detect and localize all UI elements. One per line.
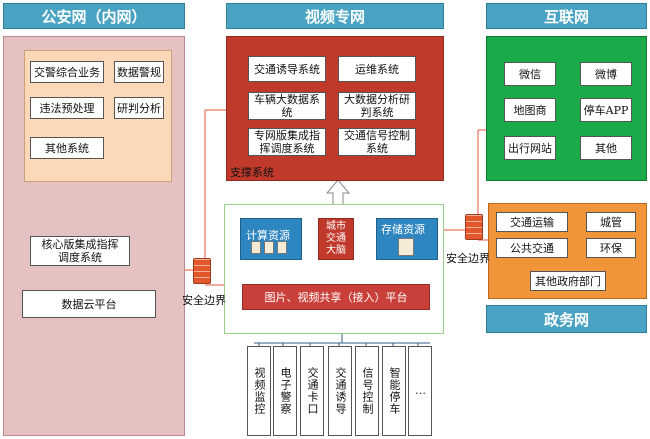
source-checkpoint: 交通卡口 — [300, 346, 324, 436]
police-item-analysis: 研判分析 — [114, 97, 164, 119]
internet-item-other: 其他 — [580, 136, 632, 160]
source-more: … — [408, 346, 432, 436]
source-label: 信号控制 — [361, 367, 374, 415]
gov-item-urban-mgmt: 城管 — [586, 212, 636, 232]
internet-item-wechat: 微信 — [504, 62, 556, 86]
video-item-dispatch: 专网版集成指挥调度系统 — [248, 128, 326, 156]
police-net-header: 公安网（内网） — [3, 3, 185, 29]
gov-net-header: 政务网 — [486, 305, 647, 333]
firewall-icon — [465, 214, 483, 240]
server-icon — [251, 241, 261, 254]
video-item-ops: 运维系统 — [338, 56, 416, 82]
internet-item-weibo: 微博 — [580, 62, 632, 86]
internet-item-map: 地图商 — [504, 98, 556, 122]
storage-label: 存储资源 — [381, 223, 425, 236]
firewall-icon — [193, 258, 211, 284]
storage-server-icon — [398, 238, 414, 256]
compute-resource — [240, 218, 302, 260]
internet-item-travel-site: 出行网站 — [504, 136, 556, 160]
video-item-vehicle-bigdata: 车辆大数据系统 — [248, 92, 326, 120]
source-e-police: 电子警察 — [273, 346, 297, 436]
source-label: 电子警察 — [279, 367, 292, 415]
video-net-header: 视频专网 — [226, 3, 444, 29]
internet-item-parking-app: 停车APP — [580, 98, 632, 122]
source-smart-parking: 智能停车 — [382, 346, 406, 436]
police-item-data-rules: 数据警规 — [114, 61, 164, 83]
police-item-traffic-business: 交警综合业务 — [30, 61, 104, 83]
source-label: 智能停车 — [388, 367, 401, 415]
internet-header: 互联网 — [486, 3, 647, 29]
video-item-signal-control: 交通信号控制系统 — [338, 128, 416, 156]
video-item-bigdata-analysis: 大数据分析研判系统 — [338, 92, 416, 120]
security-boundary-left-label: 安全边界 — [182, 294, 226, 307]
server-icon — [264, 241, 274, 254]
support-system-label: 支撑系统 — [230, 166, 274, 179]
source-signal-control: 信号控制 — [355, 346, 379, 436]
video-item-guidance: 交通诱导系统 — [248, 56, 326, 82]
gov-item-transport: 交通运输 — [496, 212, 568, 232]
city-traffic-brain: 城市交通大脑 — [318, 218, 354, 260]
core-dispatch-system: 核心版集成指挥调度系统 — [30, 236, 130, 266]
data-cloud-platform: 数据云平台 — [22, 290, 156, 318]
gov-item-public-transit: 公共交通 — [496, 238, 568, 258]
source-guidance: 交通诱导 — [328, 346, 352, 436]
source-video-monitor: 视频监控 — [247, 346, 271, 436]
source-label: … — [414, 384, 427, 398]
gov-item-environment: 环保 — [586, 238, 636, 258]
source-label: 视频监控 — [253, 367, 266, 415]
server-icon — [277, 241, 287, 254]
police-item-other: 其他系统 — [30, 137, 104, 159]
source-label: 交通卡口 — [306, 367, 319, 415]
image-video-share-platform: 图片、视频共享（接入）平台 — [242, 284, 430, 310]
security-boundary-right-label: 安全边界 — [446, 252, 490, 265]
gov-item-other-depts: 其他政府部门 — [530, 271, 606, 291]
compute-label: 计算资源 — [246, 229, 290, 242]
police-item-violation: 违法预处理 — [30, 97, 104, 119]
source-label: 交通诱导 — [334, 367, 347, 415]
